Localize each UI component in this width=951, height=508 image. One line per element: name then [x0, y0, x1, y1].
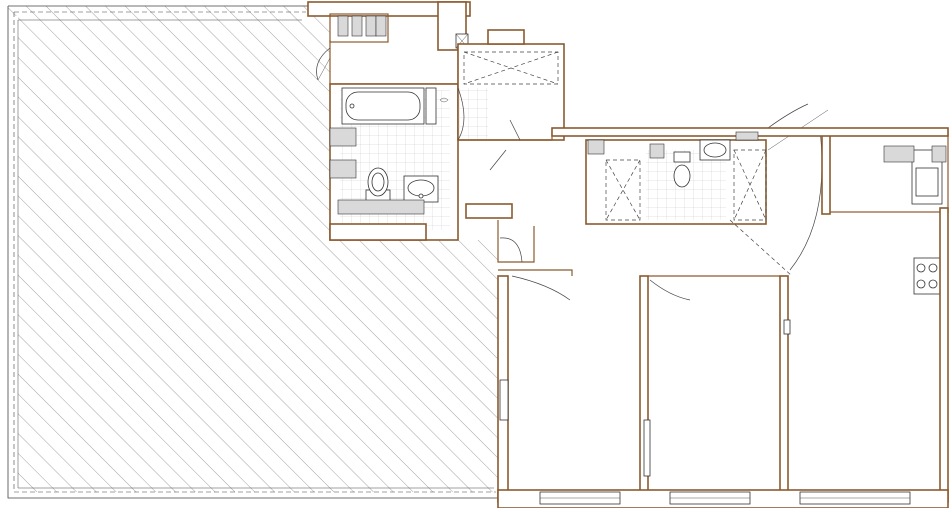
cooktop: [913, 257, 941, 295]
upper-closets: [307, 1, 471, 51]
entry-hall: [316, 40, 459, 85]
terrace: [7, 5, 498, 499]
lower-rooms: [497, 269, 791, 503]
bath-shelf: [425, 87, 449, 125]
toilet-2: [673, 151, 691, 188]
shower-room: [457, 29, 565, 141]
upper-right-wall: [551, 127, 949, 141]
bathroom-2: [585, 139, 767, 225]
bathtub: [341, 87, 425, 125]
kitchen: [821, 131, 949, 503]
washbasin-2: [699, 139, 731, 161]
bathroom: [329, 83, 459, 241]
windows: [497, 489, 949, 508]
washbasin: [403, 175, 439, 203]
